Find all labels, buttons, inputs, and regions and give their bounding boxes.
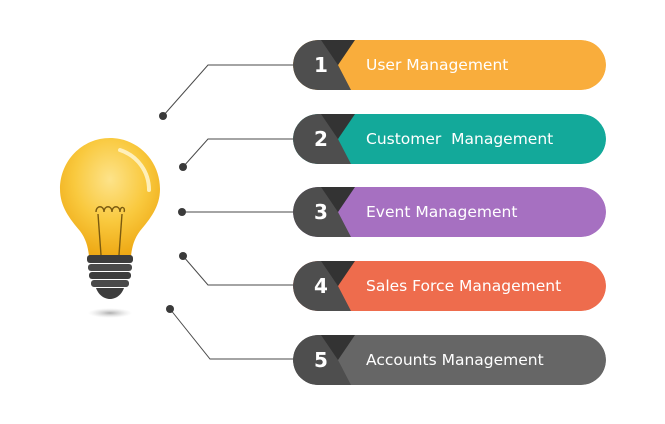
- connector-dot-2: [179, 163, 187, 171]
- connector-dots: [159, 112, 187, 313]
- item-number: 3: [314, 200, 328, 224]
- item-pill: [293, 187, 606, 237]
- connector-dot-5: [166, 305, 174, 313]
- number-fold: [321, 40, 355, 65]
- item-pill-graphic: [293, 335, 606, 385]
- list-item-2[interactable]: Customer Management 2: [293, 114, 606, 164]
- connector-dot-1: [159, 112, 167, 120]
- list-item-5[interactable]: Accounts Management 5: [293, 335, 606, 385]
- item-pill: [293, 261, 606, 311]
- item-pill-graphic: [293, 261, 606, 311]
- item-label: Event Management: [366, 203, 518, 221]
- item-label: Accounts Management: [366, 351, 544, 369]
- item-pill: [293, 114, 606, 164]
- connector-5: [169, 308, 296, 360]
- item-pill-graphic: [293, 40, 606, 90]
- list-item-3[interactable]: Event Management 3: [293, 187, 606, 237]
- connector-4: [182, 255, 296, 286]
- connector-2: [182, 138, 296, 168]
- item-pill-graphic: [293, 187, 606, 237]
- number-fold: [321, 187, 355, 212]
- item-pill: [293, 40, 606, 90]
- list-item-1[interactable]: User Management 1: [293, 40, 606, 90]
- item-label: User Management: [366, 56, 509, 74]
- item-pill: [293, 335, 606, 385]
- item-number: 4: [314, 274, 328, 298]
- number-fold: [321, 114, 355, 139]
- list-item-4[interactable]: Sales Force Management 4: [293, 261, 606, 311]
- item-number: 2: [314, 127, 328, 151]
- item-number: 1: [314, 53, 328, 77]
- connectors: [162, 64, 296, 360]
- item-pill-graphic: [293, 114, 606, 164]
- number-fold: [321, 335, 355, 360]
- item-number: 5: [314, 348, 328, 372]
- connector-1: [162, 64, 296, 117]
- item-label: Sales Force Management: [366, 277, 562, 295]
- number-fold: [321, 261, 355, 286]
- connector-dot-4: [179, 252, 187, 260]
- lightbulb-icon: [60, 138, 160, 318]
- connector-dot-3: [178, 208, 186, 216]
- item-label: Customer Management: [366, 130, 554, 148]
